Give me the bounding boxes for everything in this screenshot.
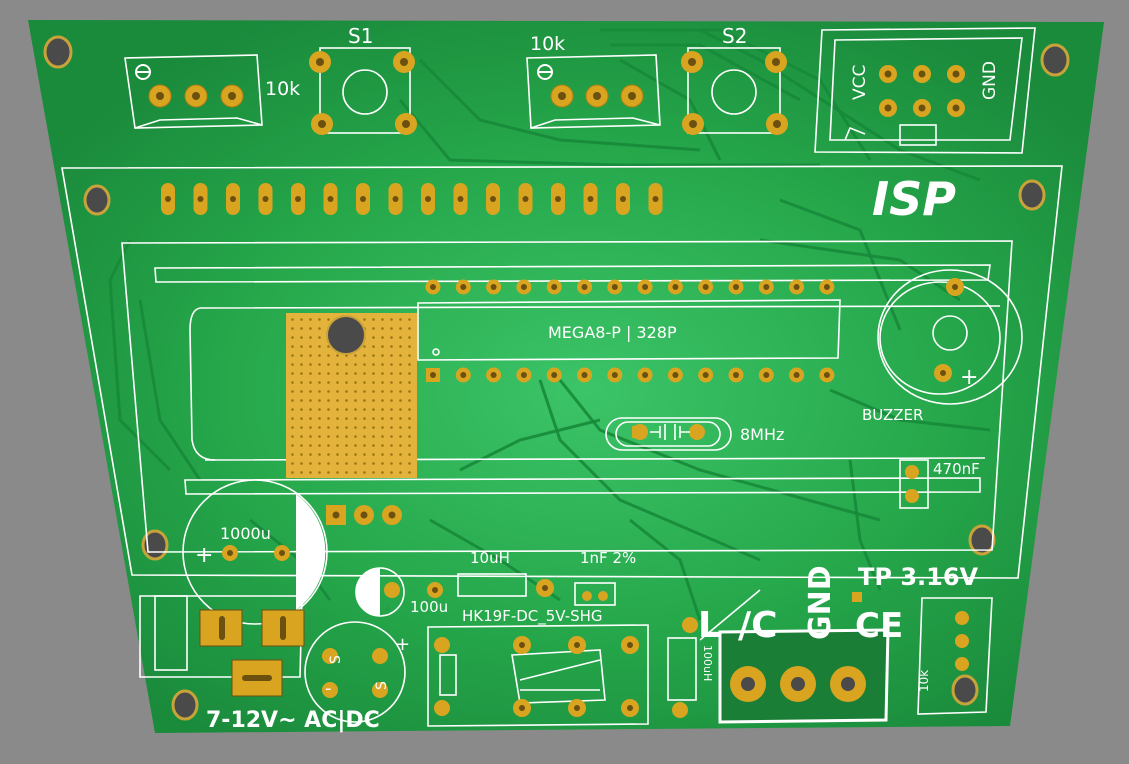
header-pin-hole (490, 196, 496, 202)
header-pin-hole (620, 196, 626, 202)
silkscreen-outlines (61, 27, 1063, 727)
mcu-pin-hole (520, 284, 527, 290)
mcu-pin-hole (642, 372, 649, 378)
cap-100u-plus: + (383, 604, 391, 615)
lcd-header (161, 183, 663, 215)
mcu-pin-hole (702, 284, 709, 290)
mcu-pin-hole (823, 372, 830, 378)
pot-markers (135, 64, 553, 80)
header-pin-hole (230, 196, 236, 202)
mcu-pin-hole (733, 284, 739, 290)
tp-pad (852, 592, 862, 602)
mcu-pins-top (425, 279, 835, 295)
inductor-100uh-label: 100uH (701, 645, 714, 681)
mcu-pin-hole (581, 372, 588, 378)
relay-label: HK19F-DC_5V-SHG (462, 607, 603, 626)
cap-1nf-label: 1nF 2% (580, 549, 636, 567)
cap-100u-band (356, 568, 380, 616)
header-pin-hole (295, 196, 301, 202)
mcu-pin-hole (551, 284, 558, 290)
crystal (650, 424, 690, 440)
mcu-pin-hole (733, 372, 739, 378)
cap-470nf-label: 470nF (933, 460, 980, 478)
power-jack-pads (199, 609, 305, 697)
tp-label: TP 3.16V (858, 563, 979, 591)
vcc-label: VCC (850, 65, 870, 100)
mcu-pin-hole (702, 372, 709, 378)
header-pin-hole (522, 196, 529, 202)
mcu-pin-hole (460, 372, 467, 378)
cap-1000u-plus: + (195, 543, 213, 568)
mcu-pin-hole (642, 284, 649, 290)
mcu-pins-bottom (426, 367, 835, 383)
gnd-isp-label: GND (980, 61, 1000, 100)
header-pin-hole (555, 196, 561, 202)
crystal-label: 8MHz (740, 425, 784, 444)
header-pin-hole (425, 196, 431, 202)
mcu-pin-hole (672, 372, 679, 378)
switch-holes (316, 58, 781, 128)
pot1-label: 10k (265, 78, 300, 100)
mounting-holes (43, 35, 1070, 721)
misc-holes (227, 284, 958, 711)
pot2-label: 10k (530, 33, 565, 55)
header-pin-hole (165, 196, 171, 202)
pot-holes (156, 92, 636, 100)
power-label: 7-12V~ AC|DC (206, 708, 380, 733)
header-pin-hole (197, 196, 204, 202)
mcu-pin-hole (430, 284, 436, 290)
mcu-pin-hole (793, 284, 800, 290)
mcu-pin-hole (763, 372, 770, 378)
mcu-pin-hole (460, 284, 467, 290)
header-pin-hole (457, 196, 464, 202)
mcu-pin-hole (763, 284, 770, 290)
header-pin-hole (262, 196, 269, 202)
header-pin-hole (587, 196, 594, 202)
cap-1000u-band (296, 494, 326, 610)
gnd-label: GND (803, 565, 838, 640)
pot3-label: 10k (917, 670, 931, 692)
regulator-pads (326, 505, 402, 525)
c-label: /C (738, 605, 778, 646)
l-label: L (698, 605, 721, 646)
mcu-pin-hole (823, 284, 830, 290)
bridge-minus: - (325, 678, 332, 699)
terminal-block (718, 628, 890, 724)
mcu-pin-hole (611, 372, 618, 378)
header-pin-hole (360, 196, 366, 202)
mcu-pin-hole (581, 284, 588, 290)
ce-label: CE (855, 606, 903, 646)
s2-label: S2 (722, 24, 747, 48)
voltage-regulator (286, 313, 417, 478)
mcu-pin-hole (490, 372, 497, 378)
isp-label: ISP (872, 172, 956, 226)
bridge-plus: + (395, 634, 410, 655)
mcu-pin-hole (793, 372, 800, 378)
header-pin-hole (392, 196, 399, 202)
isp-holes (884, 70, 960, 112)
s1-label: S1 (348, 24, 373, 48)
header-pin-hole (327, 196, 334, 202)
mcu-pin-hole (611, 284, 618, 290)
mcu-pin-hole (672, 284, 679, 290)
mcu-pin-hole (520, 372, 527, 378)
cap-100u-label: 100u (410, 598, 448, 616)
header-pin-hole (652, 196, 659, 202)
inductor-10uh-label: 10uH (470, 549, 510, 567)
bridge-s2: S (374, 681, 390, 690)
buzzer-label: BUZZER (862, 406, 923, 424)
mcu-pin-hole (551, 372, 558, 378)
crystal-pad (632, 426, 646, 438)
buzzer-plus: + (960, 365, 978, 390)
mcu-pin-hole (490, 284, 497, 290)
mcu-pin-hole (430, 372, 436, 378)
cap-1000u-label: 1000u (220, 524, 271, 543)
bridge-s1: S (328, 655, 344, 664)
mcu-label: MEGA8-P | 328P (548, 323, 677, 342)
